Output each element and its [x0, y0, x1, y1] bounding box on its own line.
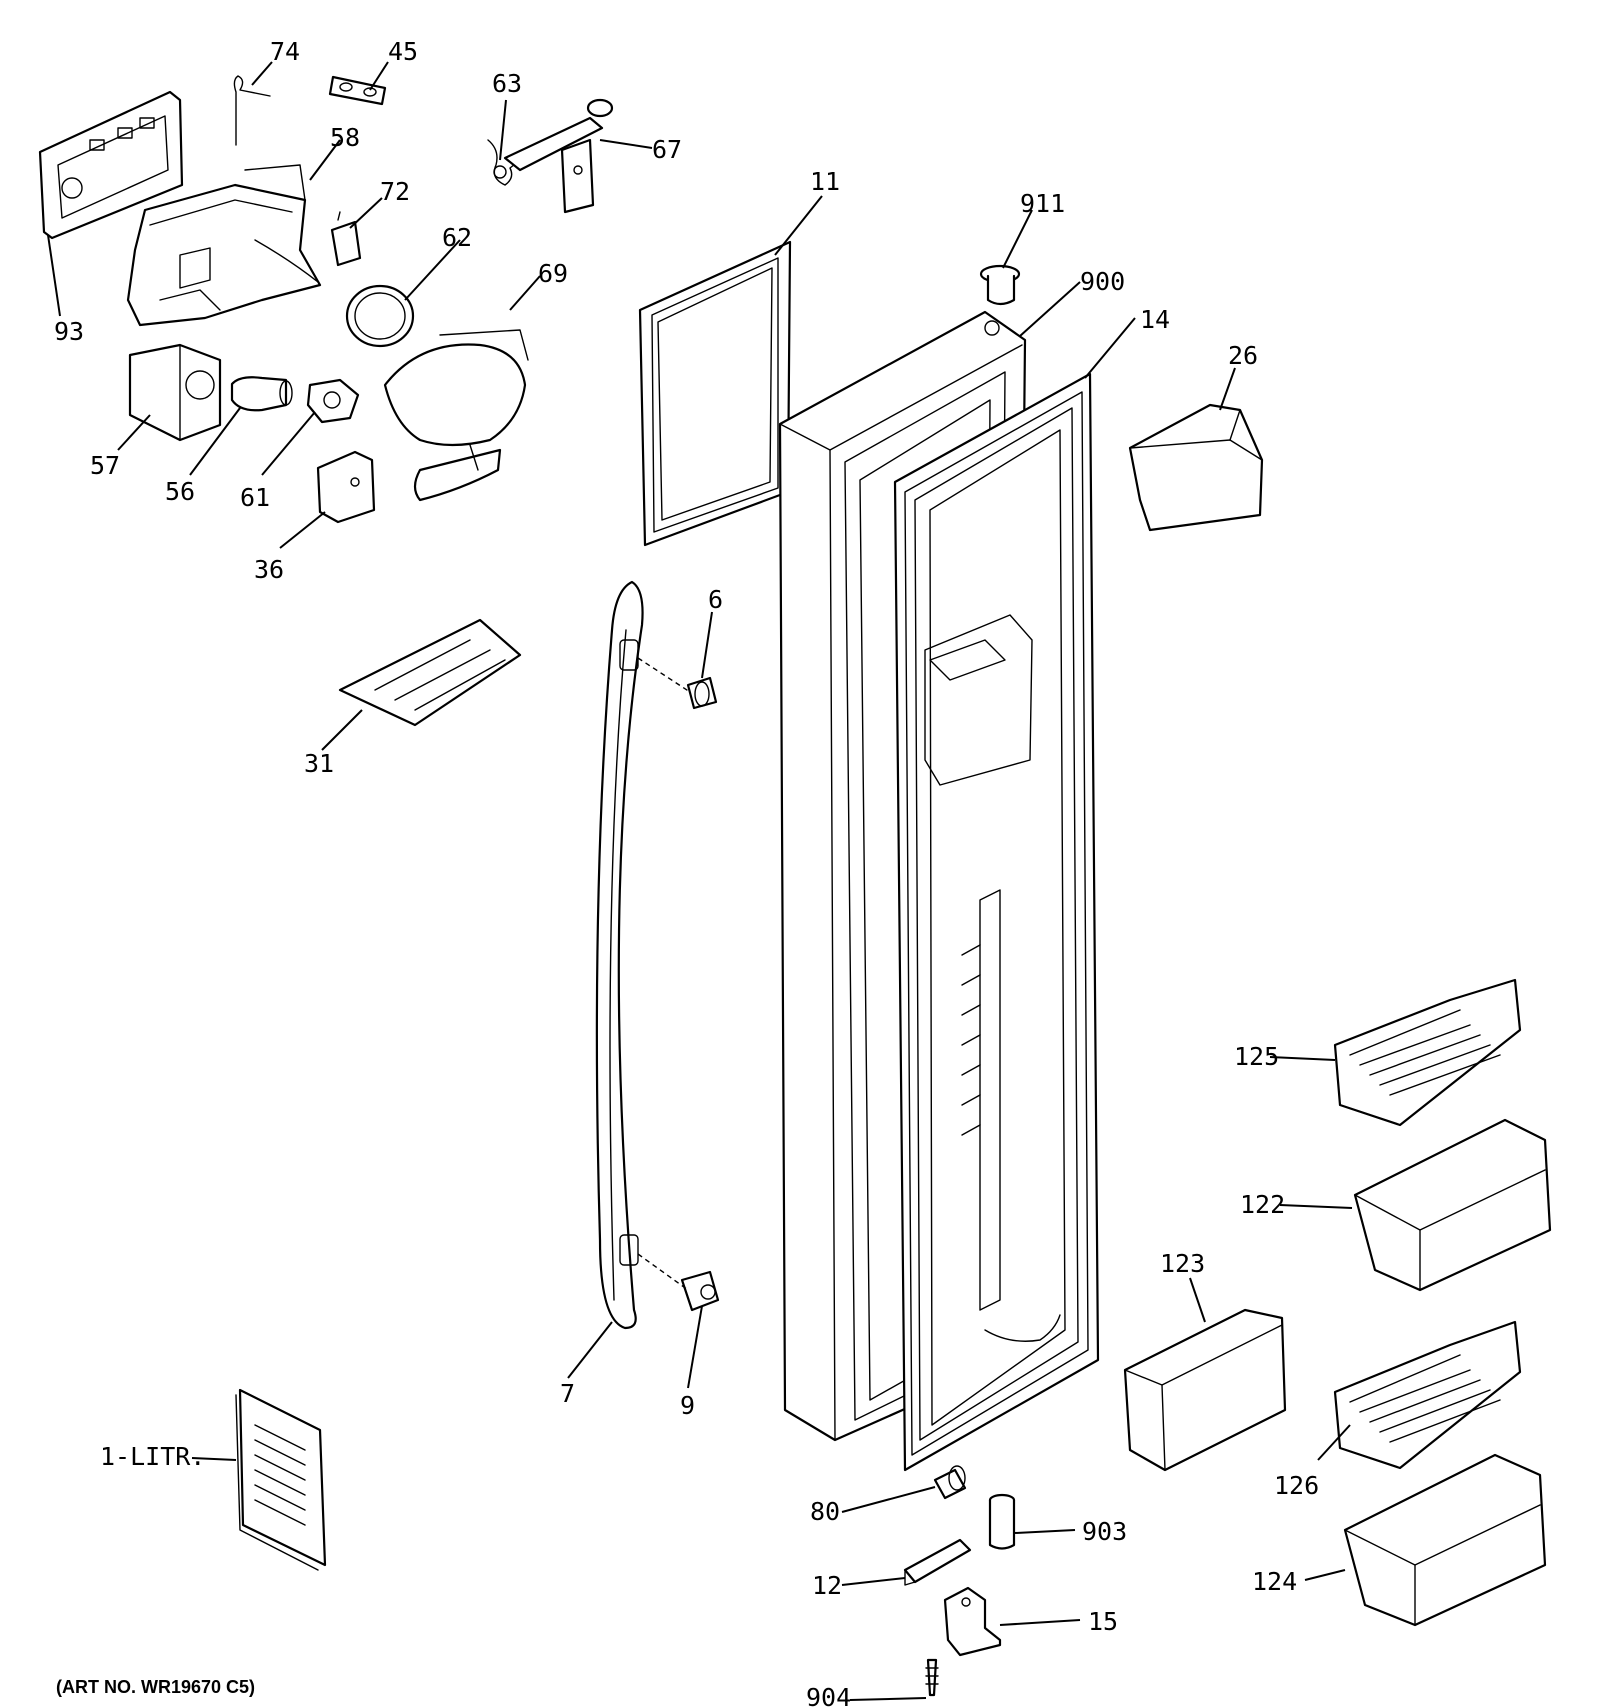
- part-57-housing: [128, 343, 222, 442]
- callout-6: 6: [708, 585, 723, 614]
- part-36-bracket: [316, 450, 376, 524]
- callout-62: 62: [442, 223, 472, 252]
- part-123-bin: [1123, 1308, 1287, 1472]
- part-58-chute-housing: [126, 164, 322, 327]
- part-67-actuator: [503, 98, 614, 214]
- callout-57: 57: [90, 451, 120, 480]
- part-911-cap: [979, 264, 1021, 306]
- part-45-bracket: [328, 75, 387, 106]
- part-72-switch: [330, 211, 362, 267]
- callout-12: 12: [812, 1571, 842, 1600]
- part-9-screw: [680, 1270, 720, 1312]
- part-12-bracket: [903, 1538, 972, 1586]
- callout-63: 63: [492, 69, 522, 98]
- callout-125: 125: [1234, 1042, 1279, 1071]
- callout-122: 122: [1240, 1190, 1285, 1219]
- part-93-control-board: [38, 90, 184, 240]
- part-126-basket: [1333, 1320, 1522, 1470]
- fastener-guide-lower: [637, 1253, 689, 1291]
- part-69-chute: [383, 329, 529, 502]
- callout-903: 903: [1082, 1517, 1127, 1546]
- part-904-screw: [925, 1658, 939, 1697]
- callout-67: 67: [652, 135, 682, 164]
- part-56-motor: [230, 376, 293, 412]
- part-63-spring: [487, 139, 521, 186]
- callout-7: 7: [560, 1379, 575, 1408]
- callout-61: 61: [240, 483, 270, 512]
- callout-904: 904: [806, 1683, 851, 1707]
- callout-15: 15: [1088, 1607, 1118, 1636]
- part-7-handle: [595, 580, 644, 1330]
- callout-80: 80: [810, 1497, 840, 1526]
- part-122-bin: [1353, 1118, 1552, 1292]
- part-903-pin: [988, 1493, 1016, 1550]
- callout-36: 36: [254, 555, 284, 584]
- callout-45: 45: [388, 37, 418, 66]
- part-74-spring: [233, 75, 271, 146]
- callout-911: 911: [1020, 189, 1065, 218]
- callout-56: 56: [165, 477, 195, 506]
- callout-11: 11: [810, 167, 840, 196]
- callout-69: 69: [538, 259, 568, 288]
- callout-31: 31: [304, 749, 334, 778]
- part-14-gasket: [893, 372, 1100, 1472]
- callout-126: 126: [1274, 1471, 1319, 1500]
- callout-58: 58: [330, 123, 360, 152]
- callout-900: 900: [1080, 267, 1125, 296]
- part-31-tray: [338, 618, 522, 727]
- art-number: (ART NO. WR19670 C5): [56, 1677, 255, 1697]
- callout-93: 93: [54, 317, 84, 346]
- callout-124: 124: [1252, 1567, 1297, 1596]
- part-125-basket: [1333, 978, 1522, 1127]
- part-124-bin: [1343, 1453, 1547, 1627]
- part-80-bushing: [933, 1465, 967, 1500]
- part-61-gear: [306, 378, 360, 424]
- callout-9: 9: [680, 1391, 695, 1420]
- part-6-screw: [686, 676, 718, 710]
- leader-lines: [47, 61, 1353, 1701]
- part-62-ring: [345, 284, 415, 348]
- callout-72: 72: [380, 177, 410, 206]
- callout-74: 74: [270, 37, 300, 66]
- part-15-hinge: [943, 1586, 1002, 1657]
- part-11-dispenser-frame: [638, 240, 792, 547]
- part-26-bin: [1128, 403, 1264, 532]
- callout-26: 26: [1228, 341, 1258, 370]
- part-1-litr-booklet: [235, 1388, 327, 1571]
- callout-14: 14: [1140, 305, 1170, 334]
- fastener-guide-upper: [637, 657, 691, 693]
- callout-1-litr: 1-LITR.: [100, 1442, 205, 1471]
- callout-123: 123: [1160, 1249, 1205, 1278]
